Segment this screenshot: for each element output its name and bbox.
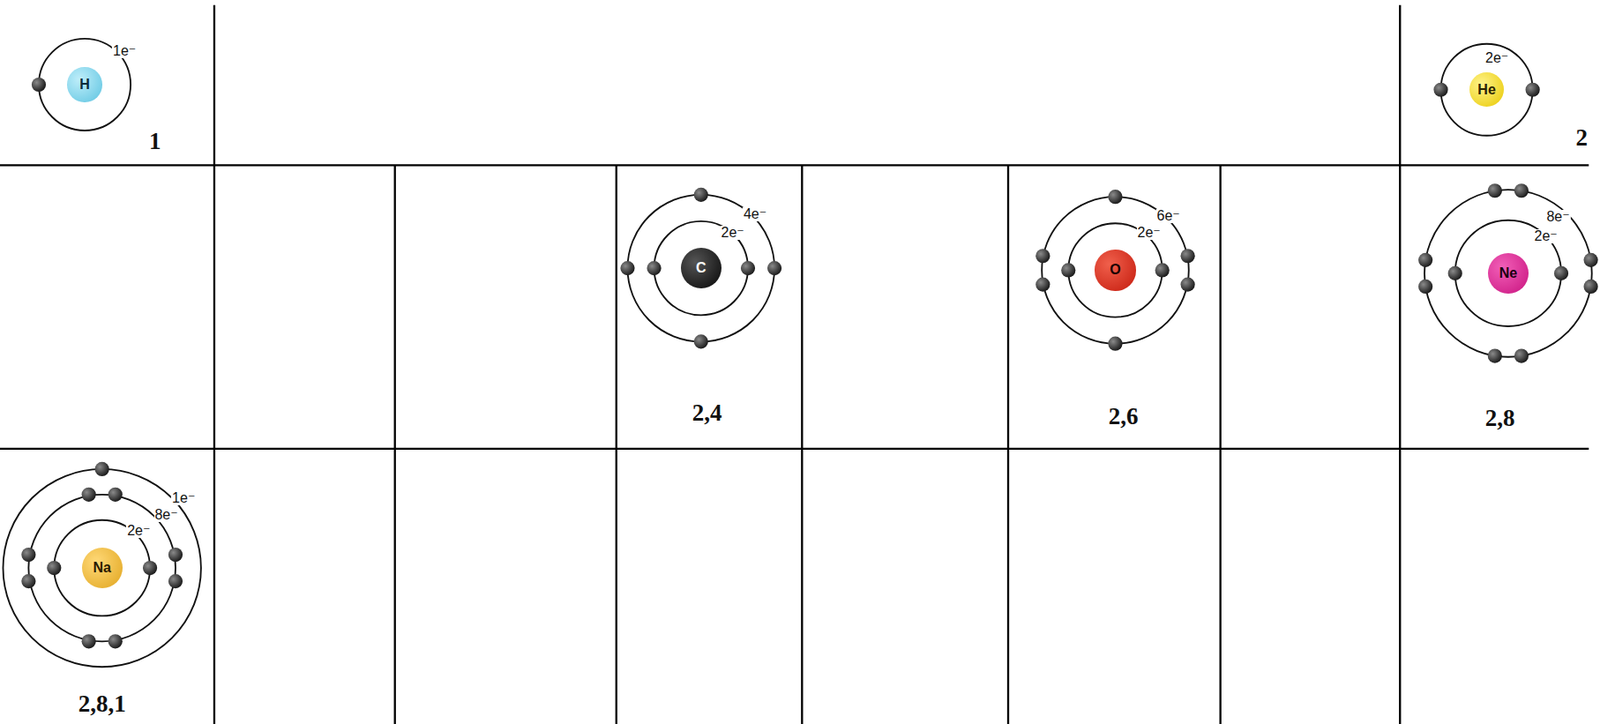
shell-label: 2e⁻ [1484, 51, 1510, 66]
nucleus-circle: Ne [1487, 253, 1529, 294]
electrons [21, 77, 1598, 650]
shell-label: 1e⁻ [112, 44, 137, 59]
configuration-label: 2,8,1 [78, 691, 127, 716]
nucleus-circle: H [67, 67, 102, 102]
element-symbol: H [79, 76, 90, 93]
configuration-label: 2,6 [1108, 403, 1139, 428]
grid-lines [0, 5, 1589, 724]
shell-label: 8e⁻ [1545, 209, 1571, 225]
shell-label: 2e⁻ [126, 523, 151, 539]
electron-shells [2, 38, 1592, 667]
configuration-label: 2 [1575, 126, 1588, 150]
shell-label: 4e⁻ [742, 207, 768, 222]
configuration-label: 1 [149, 128, 162, 153]
element-symbol: O [1109, 261, 1121, 278]
nucleus-circle: Na [82, 547, 123, 589]
shell-label: 6e⁻ [1156, 209, 1182, 224]
shell-label: 2e⁻ [1136, 225, 1162, 240]
shell-label: 8e⁻ [153, 508, 179, 523]
nucleus-circle: C [680, 247, 722, 289]
nucleus-circle: O [1094, 249, 1136, 291]
element-symbol: He [1477, 82, 1496, 98]
shell-label: 2e⁻ [720, 225, 746, 240]
configuration-label: 2,8 [1485, 406, 1516, 431]
nucleus-circle: He [1469, 72, 1504, 107]
element-symbol: Na [92, 560, 111, 576]
shell-label: 2e⁻ [1533, 229, 1559, 244]
configuration-label: 2,4 [692, 401, 723, 426]
element-symbol: C [695, 260, 707, 277]
element-symbol: Ne [1499, 265, 1518, 282]
shell-label: 1e⁻ [171, 491, 196, 506]
